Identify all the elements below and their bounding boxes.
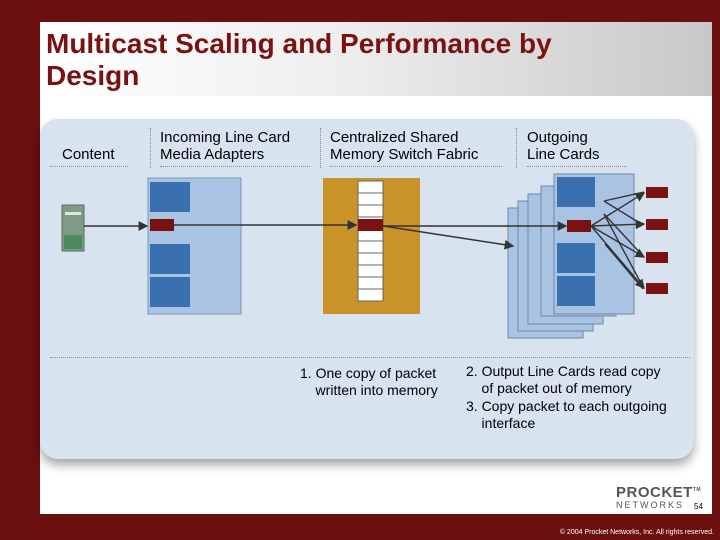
output-interface	[646, 252, 668, 263]
output-interface	[646, 187, 668, 198]
card-port	[557, 177, 595, 207]
copyright-notice: © 2004 Procket Networks, Inc. All rights…	[560, 529, 714, 536]
packet-icon	[150, 219, 174, 231]
incoming-line-card	[148, 178, 241, 314]
output-interface	[646, 219, 668, 230]
output-interface	[646, 283, 668, 294]
card-port	[557, 276, 595, 306]
switch-fabric	[323, 178, 420, 314]
page-number: 54	[694, 502, 703, 511]
card-port	[557, 243, 595, 273]
packet-in-memory	[358, 219, 383, 231]
card-port	[150, 182, 190, 212]
memory-cells	[358, 181, 383, 301]
content-server-icon	[62, 205, 84, 251]
card-port	[150, 277, 190, 307]
card-port	[150, 244, 190, 274]
packet-icon	[567, 220, 591, 232]
